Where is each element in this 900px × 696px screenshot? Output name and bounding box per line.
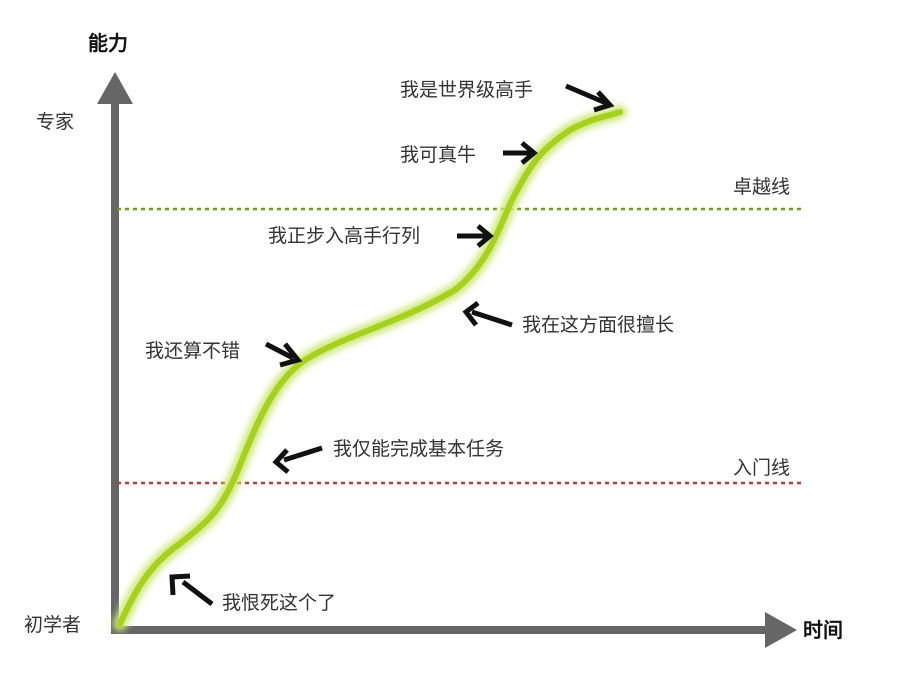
axes	[97, 72, 797, 648]
x-axis-title: 时间	[803, 618, 843, 642]
annotation-not-bad: 我还算不错	[145, 340, 303, 368]
arrow-icon-head	[169, 573, 191, 596]
arrow-icon-head	[593, 90, 615, 113]
excellence-threshold-label: 卓越线	[733, 176, 790, 198]
arrow-icon-head	[279, 342, 303, 368]
arrow-icon-head	[462, 301, 480, 327]
arrow-icon	[565, 83, 607, 106]
annotation-text: 我正步入高手行列	[268, 225, 420, 247]
annotation-text: 我恨死这个了	[222, 592, 336, 614]
arrow-icon	[181, 580, 214, 606]
arrow-icon-head	[476, 224, 494, 248]
annotation-becoming-expert: 我正步入高手行列	[268, 224, 494, 248]
annotation-text: 我在这方面很擅长	[522, 314, 674, 336]
arrow-icon	[471, 309, 513, 328]
annotation-hate: 我恨死这个了	[169, 573, 336, 614]
learning-curve-glow	[113, 105, 627, 631]
y-axis-title: 能力	[88, 31, 128, 55]
x-axis-arrowhead	[765, 612, 797, 648]
annotation-text: 我还算不错	[145, 340, 240, 362]
arrow-icon-head	[520, 141, 538, 165]
annotation-good-at: 我在这方面很擅长	[462, 301, 674, 336]
arrow-icon	[264, 341, 295, 361]
annotation-text: 我是世界级高手	[400, 79, 533, 101]
level-label-bottom: 初学者	[24, 614, 81, 636]
arrow-icon	[283, 445, 323, 463]
annotation-basic: 我仅能完成基本任务	[272, 438, 504, 474]
annotation-text: 我仅能完成基本任务	[333, 438, 504, 460]
annotation-world-class: 我是世界级高手	[400, 79, 615, 113]
annotation-awesome: 我可真牛	[400, 141, 538, 166]
annotation-text: 我可真牛	[400, 144, 476, 166]
y-axis-arrowhead	[97, 72, 133, 104]
entry-threshold-label: 入门线	[733, 457, 790, 479]
level-label-top: 专家	[36, 111, 74, 133]
learning-curve-line	[117, 109, 623, 627]
learning-curve	[113, 105, 627, 631]
arrow-icon-head	[272, 448, 290, 474]
